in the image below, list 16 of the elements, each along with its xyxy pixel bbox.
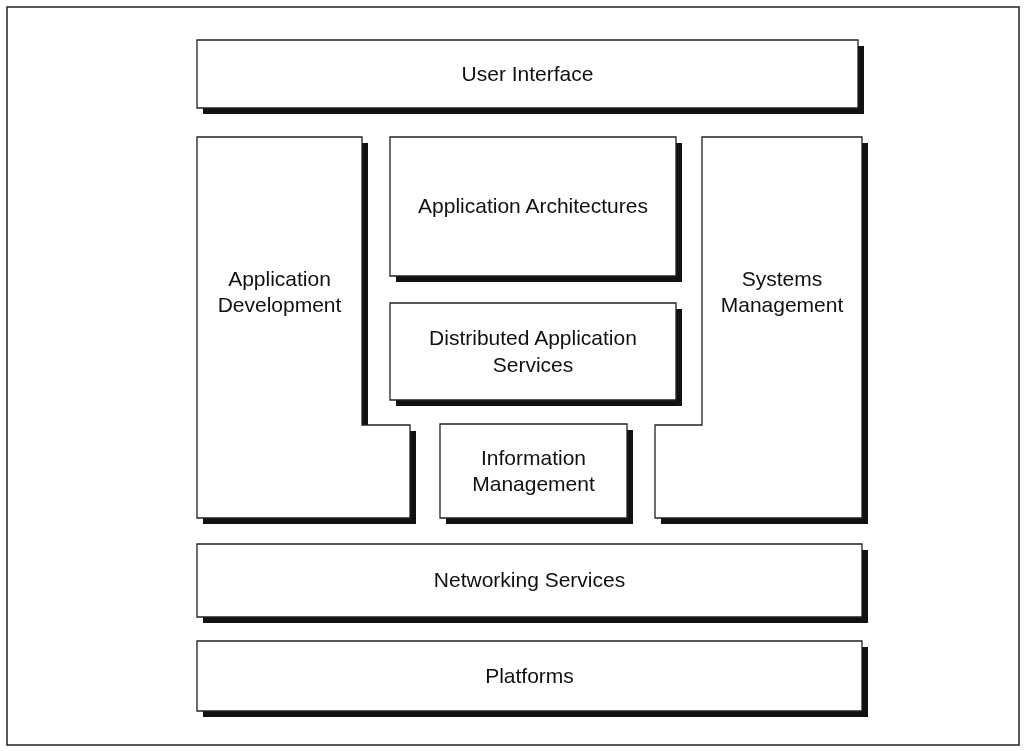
layer-box — [197, 641, 868, 717]
layer-label: Systems Management — [719, 265, 845, 318]
layer-label: Networking Services — [433, 567, 626, 594]
layer-box — [655, 137, 868, 524]
layer-label: Platforms — [485, 662, 574, 689]
layer-box — [390, 137, 682, 282]
layer-label: Information Management — [471, 444, 596, 497]
layer-box — [197, 544, 868, 623]
layer-label: Application Development — [216, 265, 343, 318]
layer-box — [390, 303, 682, 406]
layer-box — [197, 137, 416, 524]
layer-label: Application Architectures — [418, 193, 648, 220]
layer-box — [197, 40, 864, 114]
layer-box — [440, 424, 633, 524]
layer-label: User Interface — [461, 60, 594, 87]
layer-label: Distributed Application Services — [428, 325, 638, 378]
